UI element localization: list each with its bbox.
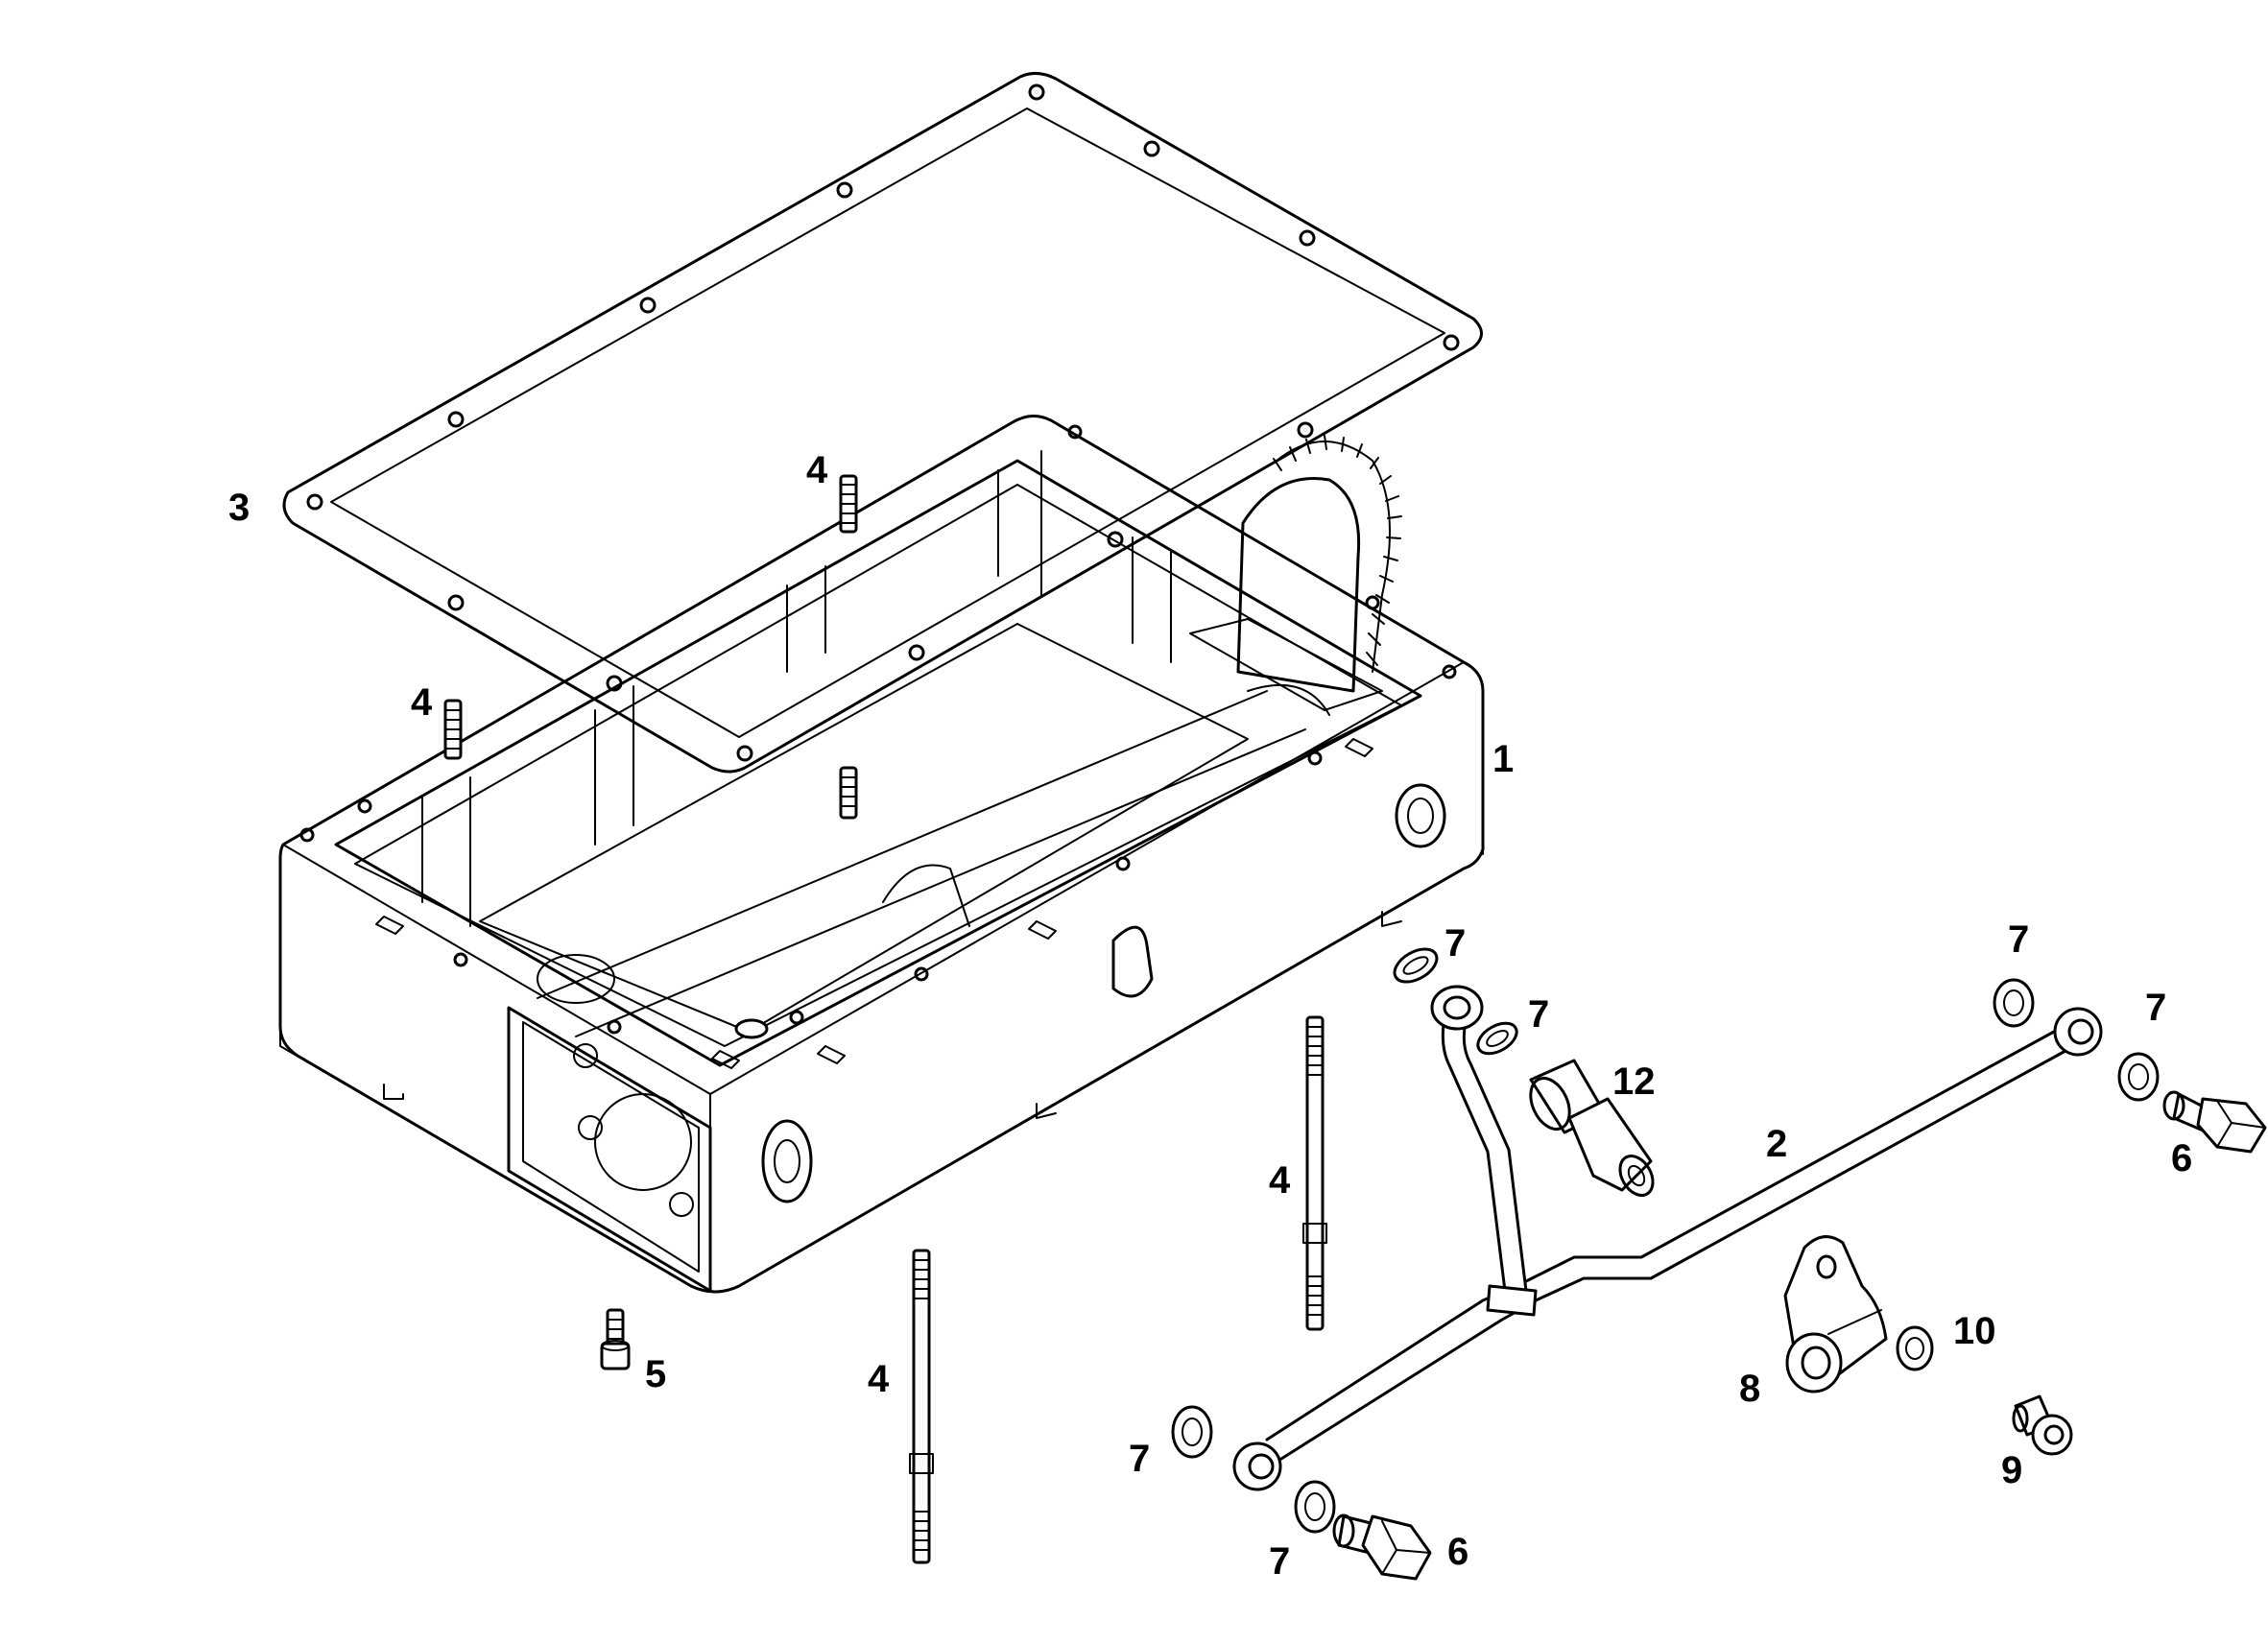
stud-part-4-a-lower — [839, 766, 858, 820]
callout-2: 2 — [1766, 1123, 1787, 1165]
callout-10: 10 — [1953, 1310, 1996, 1352]
callout-labels: 1 2 3 4 4 4 4 5 6 6 7 7 7 7 7 7 8 9 10 1… — [228, 449, 2192, 1583]
gear-teeth — [1273, 435, 1402, 666]
callout-7-a: 7 — [1444, 922, 1466, 965]
sealing-ring-part-7-f — [1294, 1480, 1336, 1534]
sealing-ring-part-7-e — [1171, 1405, 1213, 1459]
callout-4-bottom: 4 — [868, 1358, 890, 1400]
callout-7-b: 7 — [1528, 993, 1549, 1036]
callout-12: 12 — [1612, 1060, 1656, 1103]
callout-4-mid: 4 — [1269, 1159, 1291, 1202]
sealing-ring-part-7-c — [1993, 978, 2035, 1028]
callout-9: 9 — [2001, 1449, 2022, 1491]
callout-6-bottom: 6 — [1447, 1531, 1468, 1573]
callout-4-top: 4 — [806, 449, 828, 491]
callout-3: 3 — [228, 487, 250, 529]
adapter-fitting-part-12 — [1529, 1059, 1655, 1197]
stud-part-4-a — [839, 474, 858, 534]
callout-7-d: 7 — [2145, 987, 2166, 1029]
banjo-bolt-part-6-b — [1332, 1513, 1432, 1581]
banjo-bolt-part-6-a — [2162, 1090, 2267, 1154]
callout-7-f: 7 — [1269, 1540, 1290, 1583]
screw-part-9 — [2012, 1394, 2073, 1456]
callout-1: 1 — [1492, 738, 1514, 780]
washer-part-10 — [1896, 1325, 1934, 1371]
sealing-ring-part-7-d — [2117, 1052, 2160, 1102]
gasket-part-3 — [282, 72, 1483, 774]
stud-part-4-b — [443, 699, 463, 760]
callout-5: 5 — [645, 1353, 666, 1395]
cap-screw-part-5 — [600, 1308, 631, 1370]
callout-8: 8 — [1739, 1368, 1760, 1410]
oil-line-part-2 — [1232, 985, 2103, 1491]
callout-4-left: 4 — [411, 681, 433, 724]
stud-part-4-d — [909, 1249, 934, 1564]
callout-7-c: 7 — [2008, 918, 2029, 961]
oil-pan-housing-part-1 — [278, 415, 1485, 1294]
sealing-ring-part-7-a — [1393, 947, 1439, 984]
callout-6-right: 6 — [2171, 1137, 2192, 1179]
sealing-ring-part-7-b — [1476, 1021, 1518, 1056]
clip-part-8 — [1783, 1235, 1888, 1394]
gasket-bolt-holes — [306, 83, 1460, 762]
stud-part-4-c — [1302, 1015, 1327, 1331]
callout-7-e: 7 — [1129, 1438, 1150, 1480]
